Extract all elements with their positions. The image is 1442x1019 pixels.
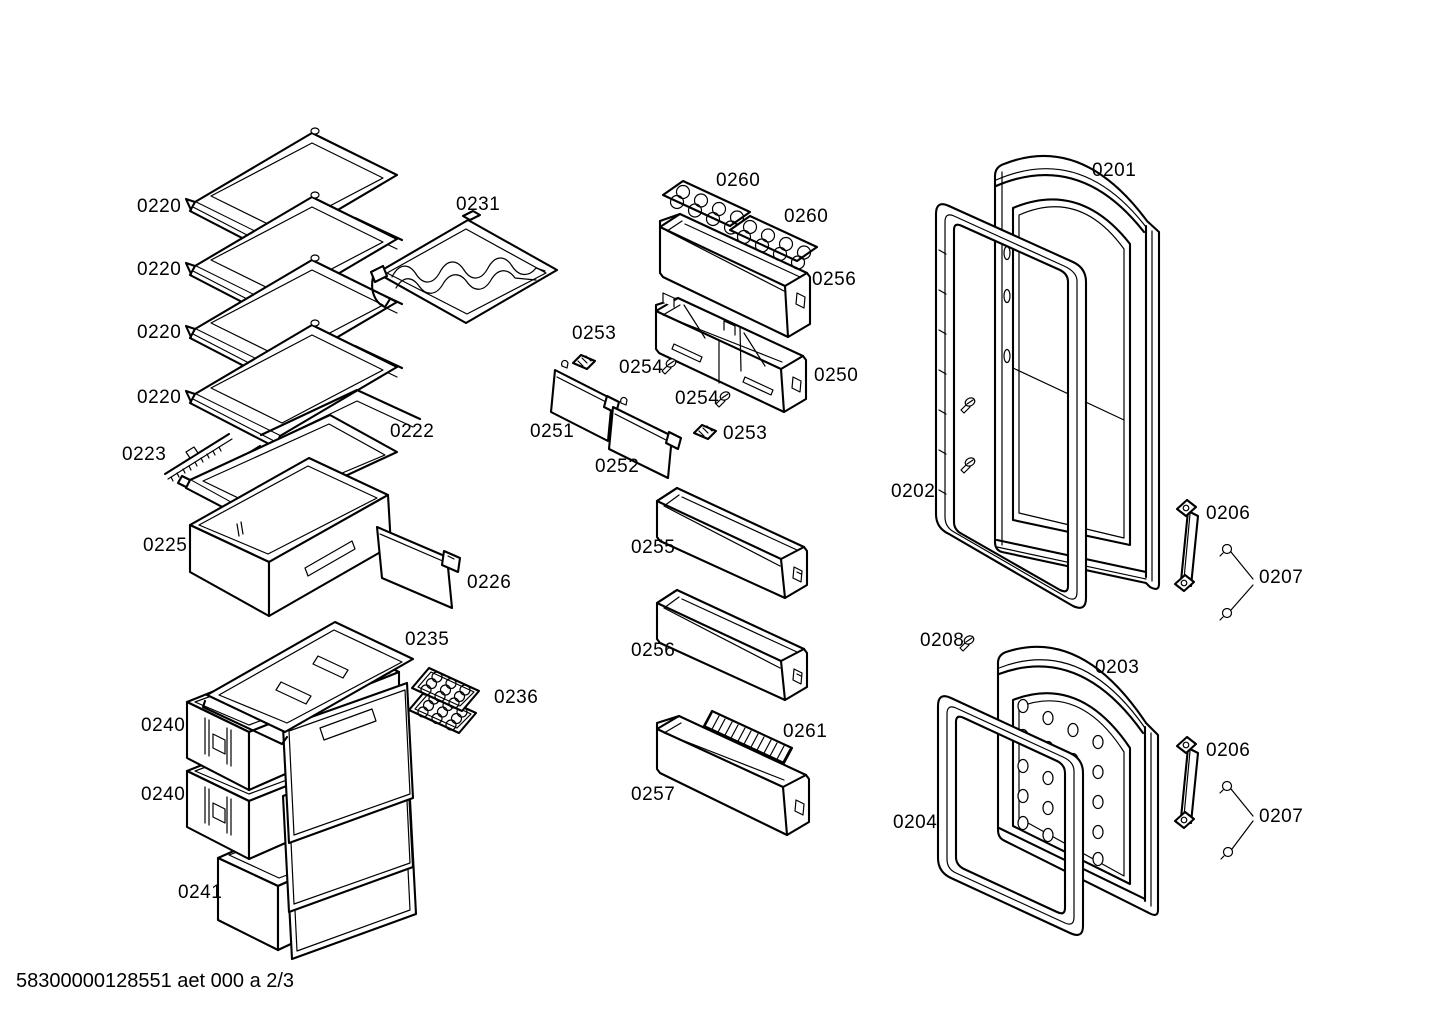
- door-handle-icon: [1173, 498, 1200, 593]
- part-label-0220-1: 0220: [137, 196, 182, 217]
- part-label-0201: 0201: [1092, 160, 1137, 181]
- part-label-0223: 0223: [122, 444, 167, 465]
- part-label-0253-1: 0253: [572, 323, 617, 344]
- part-label-0261: 0261: [783, 721, 828, 742]
- part-label-0250: 0250: [814, 365, 859, 386]
- part-label-0225: 0225: [143, 535, 188, 556]
- door-bin-bottle: [655, 714, 811, 837]
- door-bin-top: [658, 212, 812, 339]
- handle-screws-lower: [1219, 780, 1254, 860]
- part-label-0240-2: 0240: [141, 784, 186, 805]
- part-label-0220-4: 0220: [137, 387, 182, 408]
- part-label-0260-1: 0260: [716, 170, 761, 191]
- part-label-0226: 0226: [467, 572, 512, 593]
- screw-icon: [960, 395, 977, 414]
- part-label-0206-1: 0206: [1206, 503, 1251, 524]
- bottle-holder-insert: [702, 709, 794, 765]
- door-bin-dual: [654, 292, 808, 414]
- part-label-0235: 0235: [405, 629, 450, 650]
- part-label-0251: 0251: [530, 421, 575, 442]
- door-bin-mid: [655, 588, 809, 702]
- drawer-top-tray: [201, 620, 415, 746]
- bottle-rack: [369, 209, 559, 325]
- crisper-drawer: [188, 456, 393, 618]
- document-reference: 58300000128551 aet 000 a 2/3: [16, 970, 295, 992]
- part-label-0202: 0202: [891, 481, 936, 502]
- part-label-0241: 0241: [178, 882, 223, 903]
- part-label-0231: 0231: [456, 194, 501, 215]
- screw-icon: [661, 356, 678, 375]
- part-label-0207-1: 0207: [1259, 567, 1304, 588]
- part-label-0255: 0255: [631, 537, 676, 558]
- fridge-door-gasket: [934, 203, 1088, 609]
- part-label-0253-2: 0253: [723, 423, 768, 444]
- part-label-0252: 0252: [595, 456, 640, 477]
- handle-screws-upper: [1219, 543, 1254, 621]
- door-handle-icon: [1173, 735, 1200, 830]
- part-label-0206-2: 0206: [1206, 740, 1251, 761]
- clip-icon: [571, 353, 597, 371]
- part-label-0203: 0203: [1095, 657, 1140, 678]
- part-label-0256-1: 0256: [812, 269, 857, 290]
- part-label-0254-2: 0254: [675, 388, 720, 409]
- screw-icon: [960, 455, 977, 474]
- fridge-door: [960, 154, 1161, 590]
- part-label-0260-2: 0260: [784, 206, 829, 227]
- crisper-front-panel: [375, 525, 462, 610]
- clip-icon: [692, 423, 718, 441]
- part-label-0236: 0236: [494, 687, 539, 708]
- part-label-0254-1: 0254: [619, 357, 664, 378]
- part-label-0207-2: 0207: [1259, 806, 1304, 827]
- butter-flap-2: [607, 396, 683, 480]
- part-label-0220-3: 0220: [137, 322, 182, 343]
- part-label-0220-2: 0220: [137, 259, 182, 280]
- freezer-door-gasket: [936, 695, 1085, 936]
- part-label-0204: 0204: [893, 812, 938, 833]
- part-label-0257: 0257: [631, 784, 676, 805]
- part-label-0222: 0222: [390, 421, 435, 442]
- part-label-0256-2: 0256: [631, 640, 676, 661]
- door-bin-shallow: [655, 486, 809, 600]
- part-label-0208: 0208: [920, 630, 965, 651]
- part-label-0240-1: 0240: [141, 715, 186, 736]
